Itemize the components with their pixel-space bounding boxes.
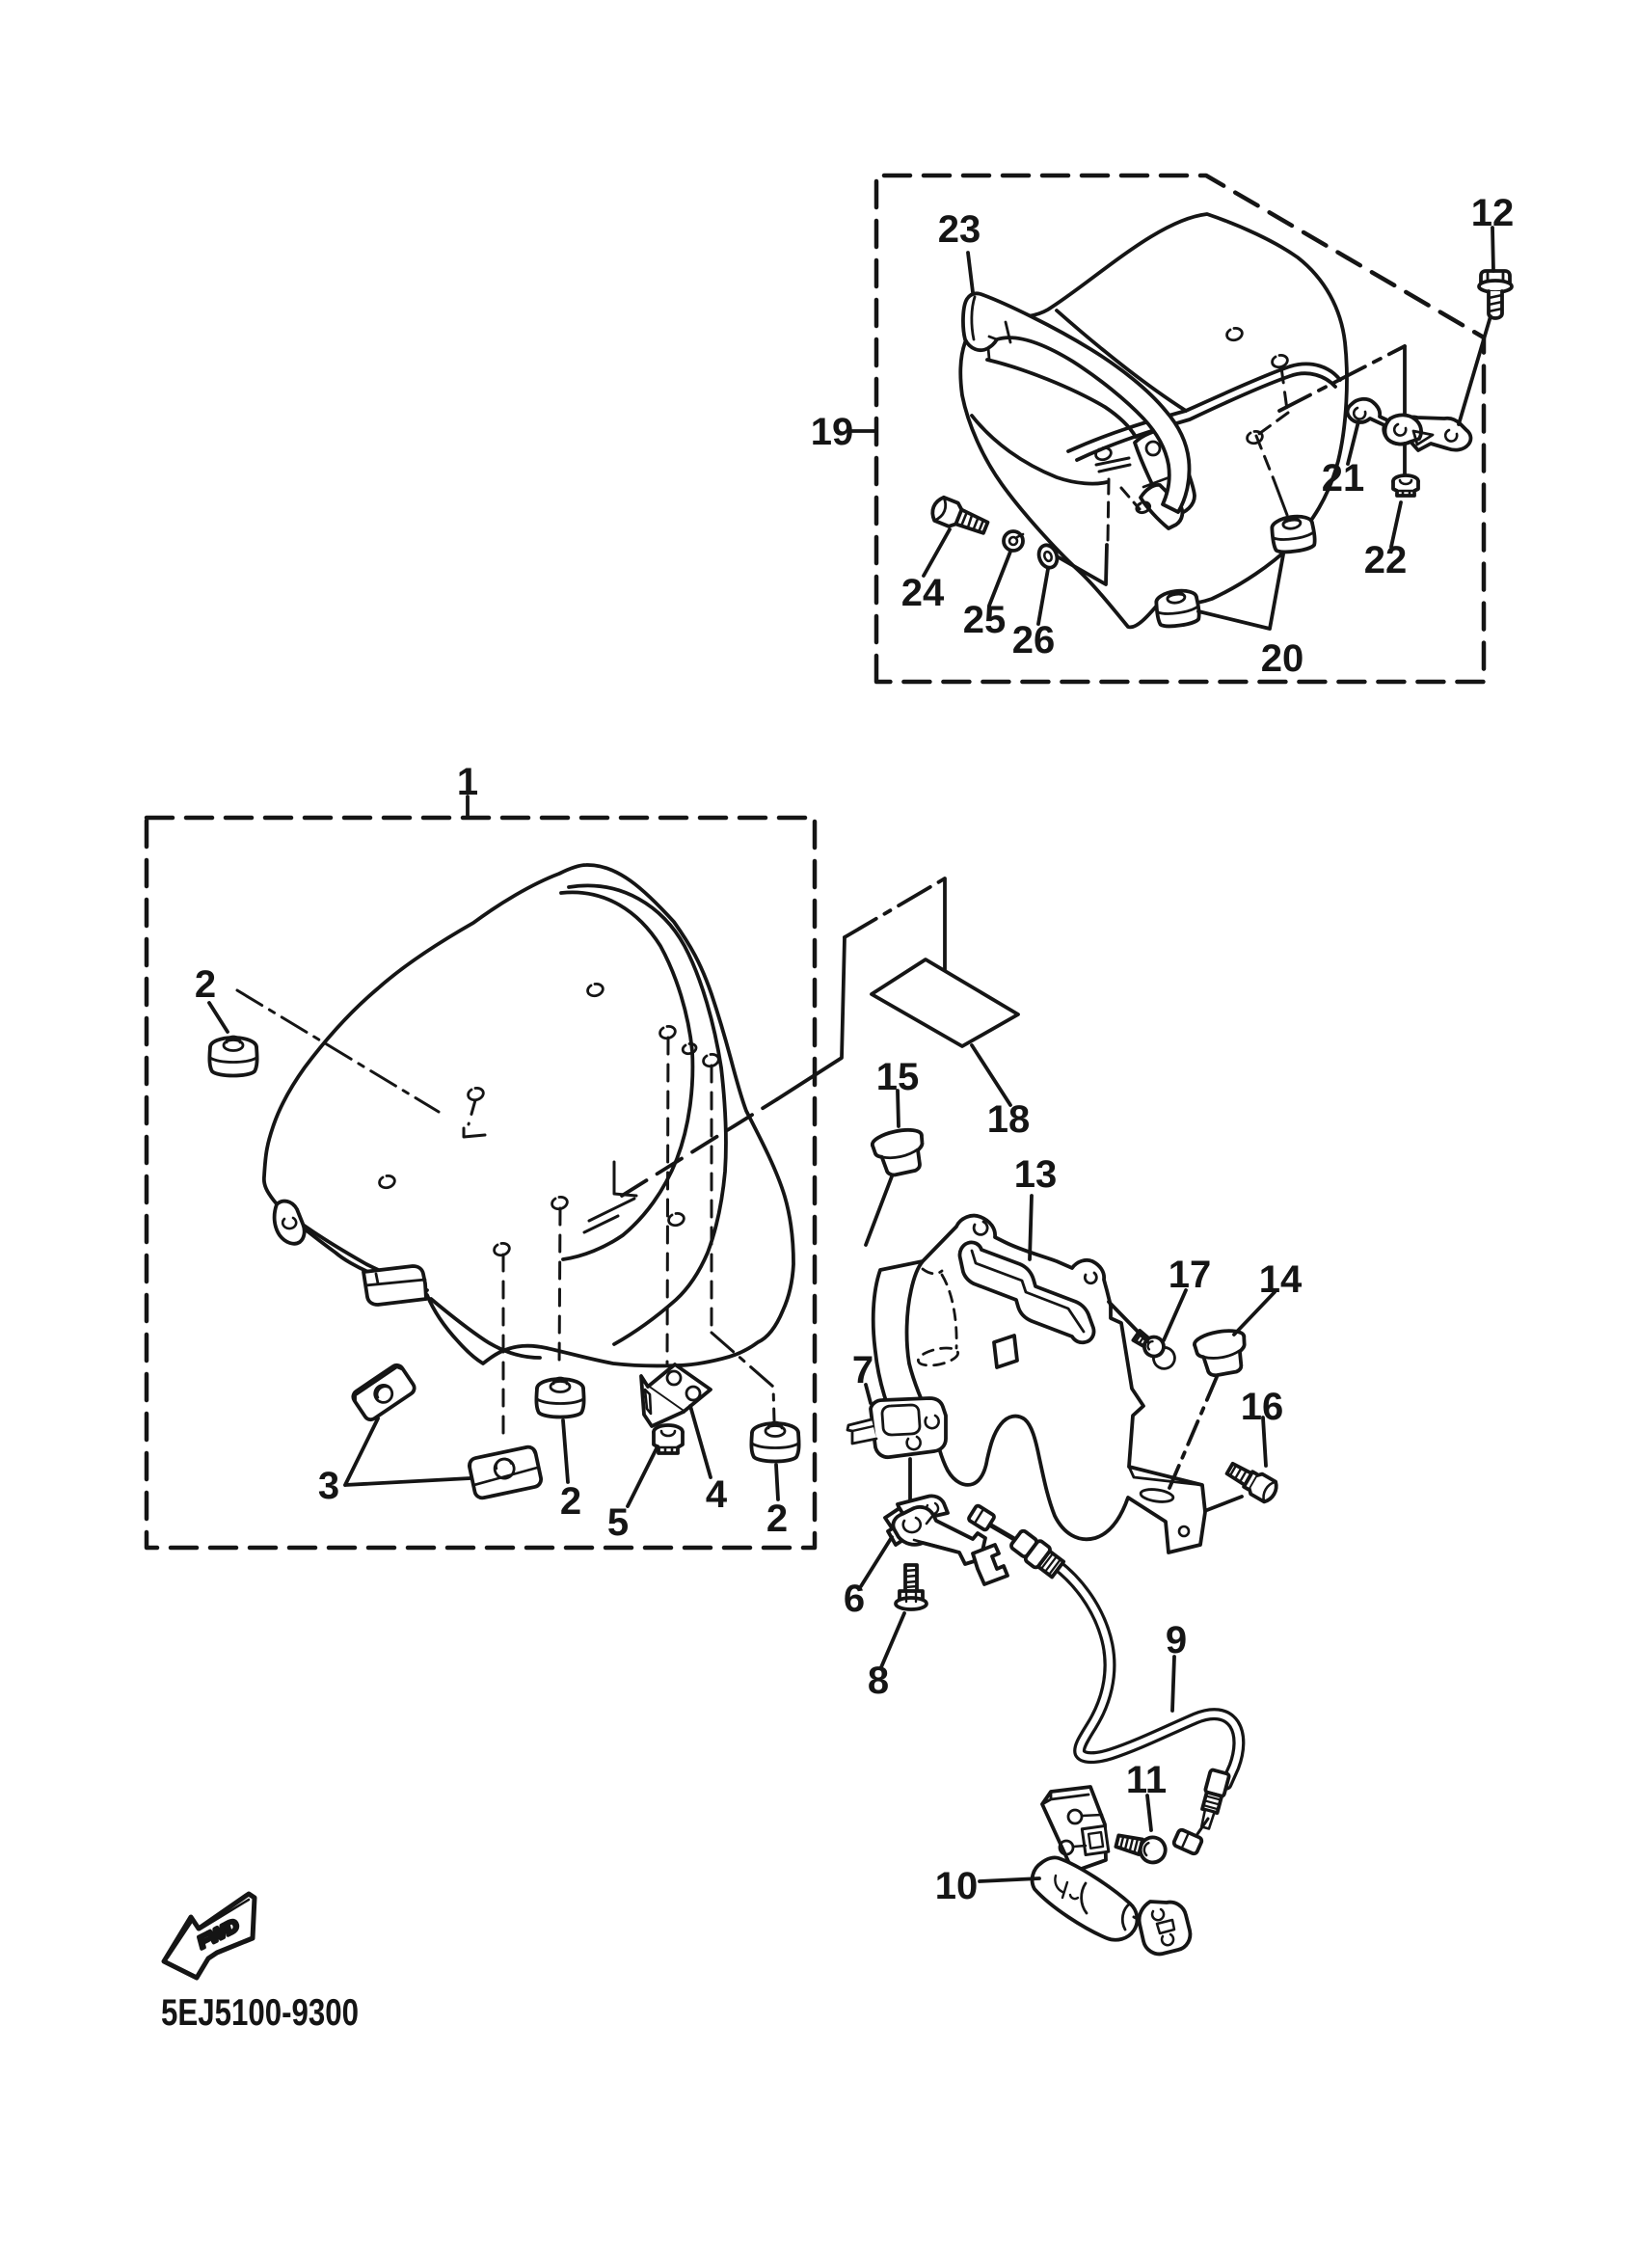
svg-text:7: 7 — [852, 1349, 873, 1391]
svg-text:5: 5 — [607, 1501, 629, 1544]
svg-text:8: 8 — [868, 1660, 889, 1702]
svg-text:17: 17 — [1169, 1254, 1212, 1296]
svg-text:18: 18 — [987, 1098, 1031, 1141]
svg-text:2: 2 — [560, 1480, 581, 1523]
svg-text:6: 6 — [844, 1578, 865, 1620]
svg-text:9: 9 — [1166, 1619, 1187, 1661]
svg-text:10: 10 — [935, 1865, 979, 1907]
svg-text:3: 3 — [318, 1465, 339, 1507]
svg-text:12: 12 — [1471, 192, 1515, 234]
svg-text:15: 15 — [876, 1056, 920, 1098]
svg-text:2: 2 — [766, 1498, 788, 1540]
svg-text:25: 25 — [963, 599, 1007, 641]
svg-text:26: 26 — [1012, 619, 1056, 662]
svg-text:22: 22 — [1364, 539, 1408, 581]
svg-text:21: 21 — [1322, 457, 1365, 500]
svg-text:14: 14 — [1259, 1258, 1303, 1301]
svg-text:13: 13 — [1014, 1153, 1058, 1196]
svg-text:4: 4 — [706, 1473, 728, 1516]
svg-text:23: 23 — [938, 208, 981, 251]
svg-text:19: 19 — [811, 411, 854, 453]
svg-text:11: 11 — [1126, 1759, 1167, 1801]
svg-text:1: 1 — [457, 761, 478, 803]
svg-text:2: 2 — [195, 963, 216, 1006]
svg-text:20: 20 — [1261, 637, 1304, 680]
svg-text:16: 16 — [1241, 1386, 1284, 1428]
svg-text:24: 24 — [901, 572, 945, 614]
svg-text:5EJ5100-9300: 5EJ5100-9300 — [161, 1992, 359, 2034]
